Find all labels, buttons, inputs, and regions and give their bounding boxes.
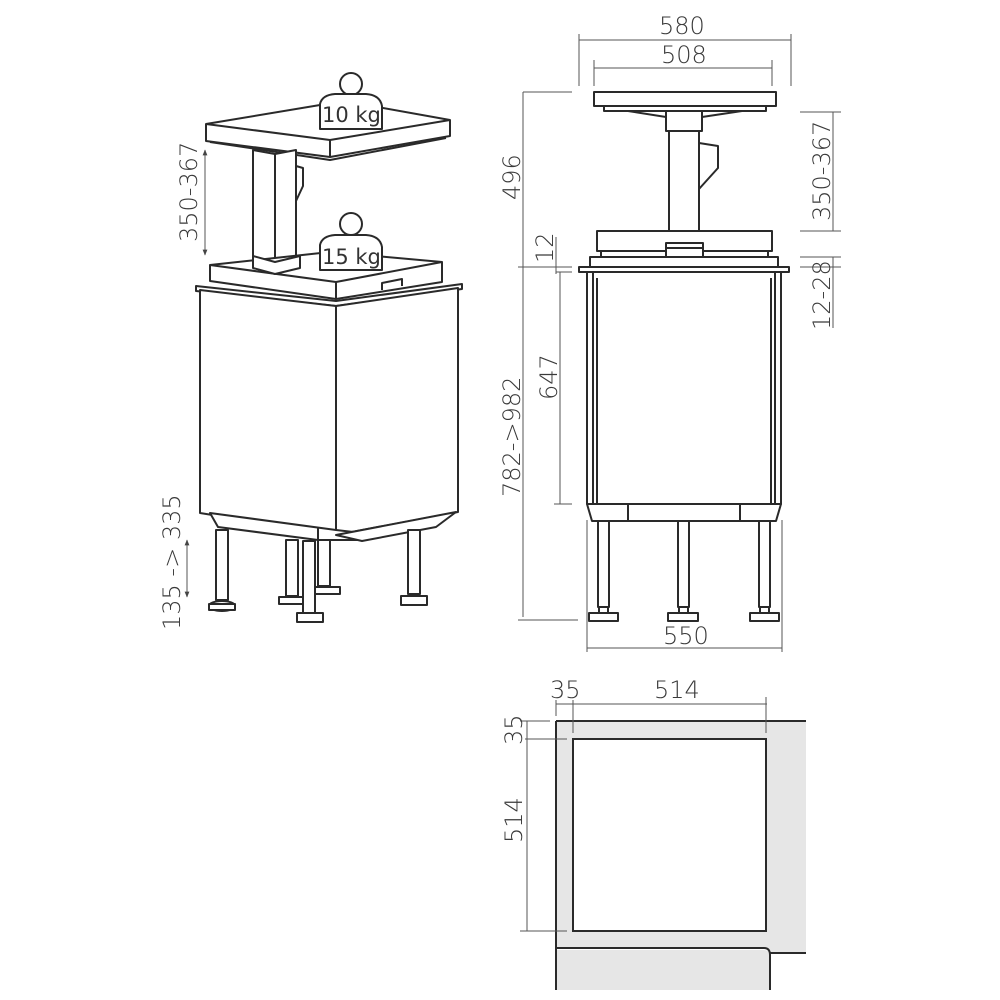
dim-12: 12 xyxy=(531,232,559,263)
dim-35-x: 35 xyxy=(550,676,581,704)
isometric-view: 10 kg 15 kg 350-367 135 -> 335 xyxy=(158,72,463,630)
dim-350-367-right: 350-367 xyxy=(808,121,836,221)
adjustable-legs xyxy=(208,529,428,623)
lift-column xyxy=(252,149,304,269)
front-column xyxy=(668,130,700,232)
cabinet-body xyxy=(199,287,459,542)
leg-front-left xyxy=(208,529,236,612)
front-view: 580 508 496 12 647 782->982 xyxy=(498,12,841,652)
front-plinth xyxy=(586,503,782,522)
iso-lift-travel-label: 350-367 xyxy=(175,142,203,242)
weight-upper-label: 10 kg xyxy=(322,103,381,127)
weight-lower-label: 15 kg xyxy=(322,245,381,269)
cutout-dimensions: 35 514 35 514 xyxy=(500,676,767,932)
cutout-view: 35 514 35 514 xyxy=(500,676,806,990)
weight-15kg: 15 kg xyxy=(319,212,383,271)
front-cabinet xyxy=(586,271,782,505)
front-legs xyxy=(588,520,780,622)
leg-back-mid xyxy=(314,539,341,595)
front-dimensions: 580 508 496 12 647 782->982 xyxy=(498,12,841,652)
dim-580: 580 xyxy=(659,12,705,40)
leg-front-right xyxy=(400,529,428,606)
dim-550: 550 xyxy=(663,622,709,650)
dim-782-982: 782->982 xyxy=(498,377,526,497)
leg-back-left xyxy=(278,539,306,605)
cutout-opening xyxy=(572,738,767,932)
dim-35-y: 35 xyxy=(500,714,528,745)
dim-12-28: 12-28 xyxy=(808,260,836,330)
iso-leg-adjust-label: 135 -> 335 xyxy=(158,494,186,630)
leg-front-mid xyxy=(296,540,324,623)
dim-496: 496 xyxy=(498,154,526,200)
dim-508: 508 xyxy=(661,41,707,69)
dim-514-y: 514 xyxy=(500,797,528,843)
dim-647: 647 xyxy=(535,354,563,400)
weight-10kg: 10 kg xyxy=(319,72,383,130)
dim-514-x: 514 xyxy=(654,676,700,704)
front-platform xyxy=(593,91,777,107)
